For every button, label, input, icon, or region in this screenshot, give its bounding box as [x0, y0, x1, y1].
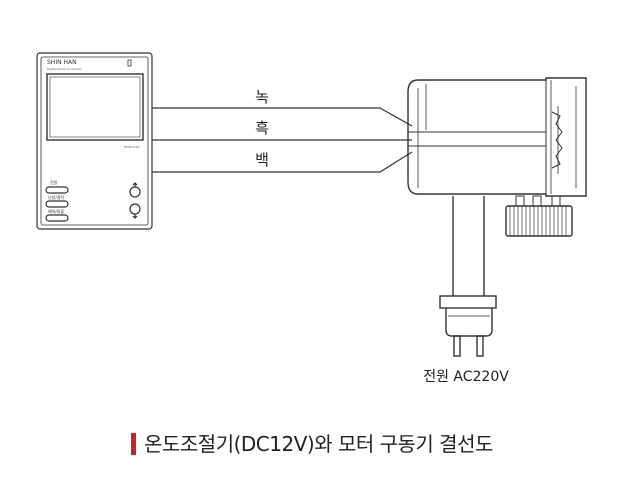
controller-subtitle: Digital Room Controller [47, 67, 83, 71]
btn-power-label: 전원 [50, 179, 58, 185]
btn-reserve-label: 예약/외출 [48, 208, 64, 214]
wire-white [152, 151, 413, 173]
temp-down-button[interactable] [129, 203, 141, 219]
temp-up-button[interactable] [129, 182, 141, 198]
wire-green [152, 107, 413, 127]
diagram-caption: 온도조절기(DC12V)와 모터 구동기 결선도 [0, 428, 624, 457]
thermostat-controller: SHIN HAN Digital Room Controller HDSH-10… [36, 52, 153, 230]
wire-label-black: 흑 [255, 119, 269, 137]
heat-mode-button[interactable] [45, 200, 69, 208]
wire-bundle [152, 107, 413, 173]
power-label: 전원 AC220V [423, 369, 509, 385]
controller-model: HDSH-100 [124, 145, 140, 149]
reserve-button[interactable] [45, 214, 69, 222]
power-button[interactable] [45, 186, 69, 194]
btn-heat-label: 난방/결작 [48, 194, 64, 200]
controller-display-inner [49, 76, 141, 138]
wire-label-green: 녹 [255, 88, 269, 106]
controller-bezel [40, 56, 149, 226]
controller-body [36, 52, 153, 230]
caption-accent-bar [131, 433, 137, 455]
power-plug-icon [439, 295, 497, 357]
controller-display [46, 73, 144, 141]
wire-label-white: 백 [255, 151, 269, 169]
caption-text: 온도조절기(DC12V)와 모터 구동기 결선도 [144, 432, 493, 456]
status-led-icon [127, 59, 132, 67]
power-cable [452, 196, 485, 296]
motor-gear-icon [551, 111, 563, 169]
motor-housing [407, 77, 587, 197]
controller-brand: SHIN HAN [47, 59, 77, 66]
motor-driver [407, 77, 587, 237]
